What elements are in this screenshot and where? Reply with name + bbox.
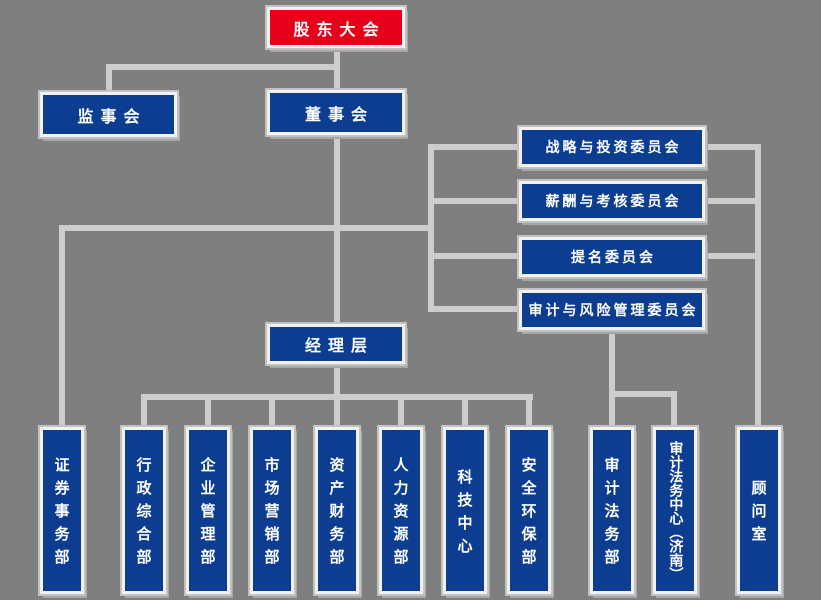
connector-dept-stub-3	[269, 394, 275, 427]
node-supervisory-board: 监事会	[40, 92, 177, 137]
node-dept-audit-legal: 审计法务部	[590, 427, 634, 594]
connector-c2-stub-right	[705, 198, 755, 204]
node-dept-audit-legal-center-jinan: 审计法务中心（济南）	[653, 427, 697, 594]
connector-c4-stub-left	[434, 306, 520, 312]
connector-c3-stub-left	[434, 253, 520, 259]
connector-audit-riser	[609, 329, 615, 427]
connector-dept-stub-1	[141, 394, 147, 427]
connector-advisor-riser	[755, 144, 761, 427]
node-management-layer: 经理层	[267, 324, 405, 364]
node-dept-human-resources: 人力资源部	[379, 427, 423, 594]
connector-c1-stub-left	[434, 144, 520, 150]
node-board-of-directors: 董事会	[267, 90, 405, 135]
connector-committee-feed	[59, 225, 434, 231]
connector-securities-riser	[59, 225, 65, 427]
node-dept-administration: 行政综合部	[122, 427, 166, 594]
node-committee-audit-risk: 审计与风险管理委员会	[519, 290, 705, 330]
connector-committee-riser	[428, 144, 434, 312]
connector-c3-stub-right	[705, 253, 755, 259]
connector-dept-stub-2	[205, 394, 211, 427]
connector-audit-branch-h	[609, 391, 677, 397]
node-advisory-office: 顾问室	[737, 427, 781, 594]
connector-dept-stub-7	[526, 394, 532, 427]
connector-dept-stub-6	[462, 394, 468, 427]
node-committee-nomination: 提名委员会	[519, 237, 705, 277]
node-committee-remuneration-appraisal: 薪酬与考核委员会	[519, 181, 705, 221]
node-dept-technology-center: 科技中心	[443, 427, 487, 594]
node-shareholders-meeting: 股东大会	[267, 7, 405, 48]
connector-dept-stub-5	[398, 394, 404, 427]
node-dept-asset-finance: 资产财务部	[315, 427, 359, 594]
node-dept-marketing: 市场营销部	[250, 427, 294, 594]
connector-dept-bus	[141, 394, 533, 400]
node-dept-enterprise-management: 企业管理部	[186, 427, 230, 594]
node-dept-safety-environment: 安全环保部	[507, 427, 551, 594]
connector-audit-branch-v	[671, 391, 677, 427]
node-committee-strategy-investment: 战略与投资委员会	[519, 127, 705, 167]
node-dept-securities-affairs: 证券事务部	[40, 427, 84, 594]
connector-supervisory-h	[106, 64, 340, 70]
connector-c1-stub-right	[705, 144, 755, 150]
connector-supervisory-riser	[106, 64, 112, 94]
connector-c2-stub-left	[434, 198, 520, 204]
